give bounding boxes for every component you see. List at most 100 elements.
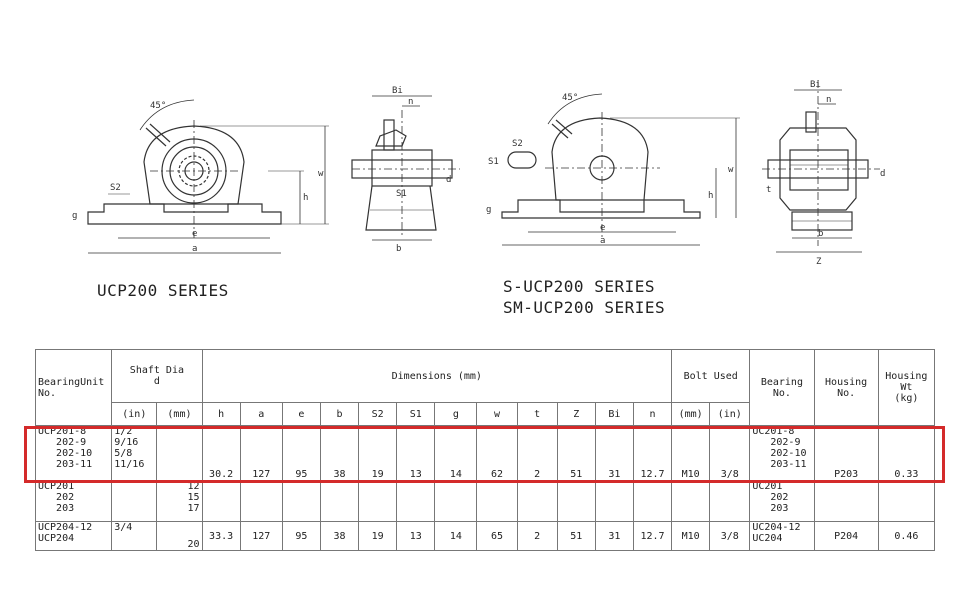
cell-w [476,480,518,522]
cell-s1: 13 [396,521,436,551]
n-label-right: n [826,95,831,105]
cell-a: 127 [239,425,283,481]
header-bearing-unit: BearingUnit No. [34,349,113,426]
table-row: UCP201-8 202-9 202-10 203-11 1/2 9/16 5/… [34,425,936,481]
header-bearing-no: Bearing No. [749,349,815,426]
sm-ucp200-series-label: SM-UCP200 SERIES [503,298,666,317]
cell-s2 [358,480,398,522]
cell-h: 30.2 [201,425,241,481]
cell-wt: 0.46 [877,521,936,551]
drawing-svg: 45° h w e a S2 g [72,80,885,267]
angle-45-label: 45° [150,101,166,111]
cell-z: 51 [556,521,596,551]
cell-t [516,480,558,522]
subheader-h: h [201,402,241,426]
ucp200-front-view: 45° h w e a S2 g [72,99,329,254]
w-label-right: w [728,165,734,175]
cell-a: 127 [239,521,283,551]
subheader-g: g [434,402,478,426]
cell-bolt-mm [671,480,711,522]
cell-mm: 12 15 17 [156,480,203,522]
cell-in [111,480,158,522]
b-label-right: b [818,229,823,239]
ucp200-series-label: UCP200 SERIES [97,281,229,300]
cell-bolt-mm: M10 [671,521,711,551]
cell-g: 14 [434,521,478,551]
s2-label: S2 [110,183,121,193]
e-label: e [192,229,197,239]
cell-t: 2 [516,521,558,551]
subheader-n: n [632,402,673,426]
header-dimensions: Dimensions (mm) [201,349,673,403]
subheader-w: w [476,402,518,426]
cell-e: 95 [281,425,321,481]
e-label-right: e [600,223,605,233]
subheader-s1: S1 [396,402,436,426]
cell-bolt-in [709,480,751,522]
cell-bearing: UC201-8 202-9 202-10 203-11 [749,425,815,481]
d-label-right: d [880,169,885,179]
cell-unit: UCP201 202 203 [34,480,113,522]
technical-drawings: 45° h w e a S2 g [72,80,885,317]
cell-w: 65 [476,521,518,551]
subheader-e: e [281,402,321,426]
cell-mm: 20 [156,521,203,551]
bi-label: Bi [392,86,403,96]
cell-t: 2 [516,425,558,481]
cell-in: 3/4 [111,521,158,551]
a-label-right: a [600,236,605,246]
cell-e: 95 [281,521,321,551]
cell-s2: 19 [358,425,398,481]
cell-g: 14 [434,425,478,481]
s2-label-right: S2 [512,139,523,149]
n-label: n [408,97,413,107]
cell-n: 12.7 [632,425,673,481]
header-housing-no: Housing No. [813,349,879,426]
subheader-a: a [239,402,283,426]
g-label-right: g [486,205,491,215]
table-row: UCP201 202 203 12 15 17 UC201 202 203 [34,480,936,522]
cell-bearing: UC204-12 UC204 [749,521,815,551]
s-ucp200-front-view: 45° S2 S1 h w e a g [486,93,740,246]
sm-ucp200-side-view: Bi n b Z t d [762,80,885,267]
a-label: a [192,244,197,254]
cell-in: 1/2 9/16 5/8 11/16 [111,425,158,481]
cell-wt [877,480,936,522]
d-label: d [446,175,451,185]
subheader-bolt-mm: (mm) [671,402,711,426]
cell-a [239,480,283,522]
cell-bi: 31 [594,425,634,481]
cell-g [434,480,478,522]
cell-bolt-in: 3/8 [709,521,751,551]
cell-b: 38 [319,425,360,481]
subheader-z: Z [556,402,596,426]
cell-bi: 31 [594,521,634,551]
dimensions-table: BearingUnit No. Shaft Dia d Dimensions (… [34,349,936,551]
header-bolt-used: Bolt Used [671,349,751,403]
cell-n [632,480,673,522]
cell-b [319,480,360,522]
s-ucp200-series-label: S-UCP200 SERIES [503,277,655,296]
z-label: Z [816,257,822,267]
cell-mm [156,425,203,481]
cell-s2: 19 [358,521,398,551]
s1-label: S1 [396,189,407,199]
subheader-bolt-in: (in) [709,402,751,426]
cell-z: 51 [556,425,596,481]
h-label: h [303,193,308,203]
cell-n: 12.7 [632,521,673,551]
highlight-box [24,426,945,483]
cell-b: 38 [319,521,360,551]
cell-z [556,480,596,522]
cell-housing [813,480,879,522]
cell-bearing: UC201 202 203 [749,480,815,522]
g-label: g [72,211,77,221]
cell-unit: UCP204-12 UCP204 [34,521,113,551]
w-label: w [318,169,324,179]
cell-h: 33.3 [201,521,241,551]
cell-h [201,480,241,522]
subheader-mm: (mm) [156,402,203,426]
angle-45-label-right: 45° [562,93,578,103]
t-label: t [766,185,771,195]
header-housing-wt: Housing Wt (kg) [877,349,936,426]
